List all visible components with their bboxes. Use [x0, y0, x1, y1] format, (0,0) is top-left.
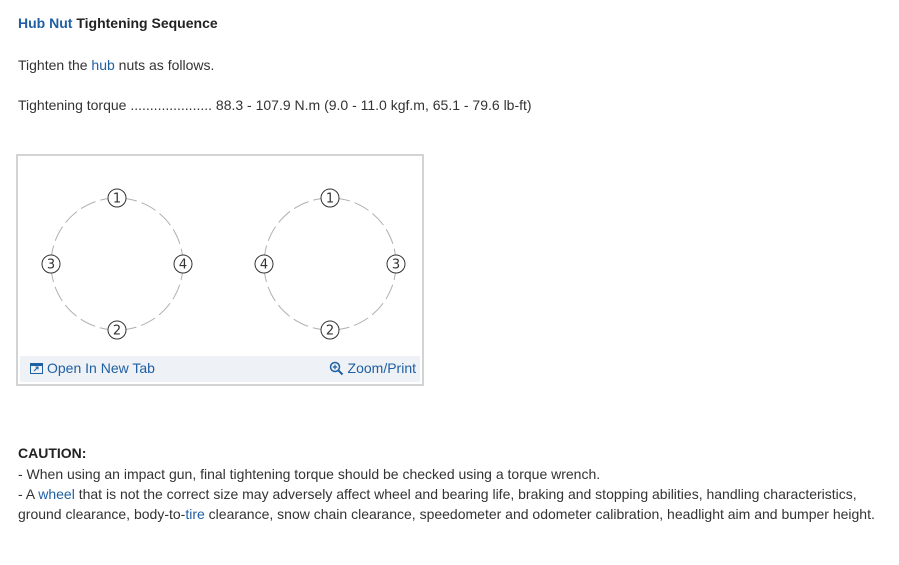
left-nut-left-marker	[41, 254, 61, 274]
caution-heading: CAUTION:	[18, 445, 87, 461]
magnifier-plus-icon	[329, 361, 343, 375]
caution-item2-prefix: - A	[18, 486, 39, 502]
left-nut-bottom-marker	[107, 320, 127, 340]
right-nut-right-marker	[386, 254, 406, 274]
zoom-print-label: Zoom/Print	[347, 360, 416, 376]
right-nut-left-number: 4	[260, 258, 268, 273]
hub-link[interactable]: hub	[91, 57, 115, 73]
zoom-print-button[interactable]: Zoom/Print	[329, 360, 416, 376]
left-nut-right-marker	[173, 254, 193, 274]
open-new-tab-icon	[30, 362, 43, 374]
left-nut-top-marker	[107, 188, 127, 208]
caution-item-impact-gun: - When using an impact gun, final tighte…	[18, 466, 601, 482]
left-nut-bottom-number: 2	[113, 324, 121, 339]
caution-item2-middle: that is not the correct size may adverse…	[18, 486, 857, 522]
right-nut-top-marker	[320, 188, 340, 208]
open-in-new-tab-label: Open In New Tab	[47, 360, 155, 376]
caution-item2-suffix: clearance, snow chain clearance, speedom…	[204, 506, 875, 522]
open-in-new-tab-button[interactable]: Open In New Tab	[30, 360, 155, 376]
intro-paragraph: Tighten the hub nuts as follows.	[18, 57, 214, 73]
right-nut-right-number: 3	[392, 258, 400, 273]
figure-toolbar: Open In New Tab Zoom/Print	[20, 356, 420, 382]
intro-text-end: nuts as follows.	[114, 57, 215, 73]
left-nut-left-number: 3	[47, 258, 55, 273]
right-nut-left-marker	[254, 254, 274, 274]
title-highlight: Hub Nut	[18, 15, 73, 31]
caution-item-wheel-size: - A wheel that is not the correct size m…	[18, 484, 878, 524]
title-rest: Tightening Sequence	[72, 15, 218, 31]
right-nut-bottom-number: 2	[326, 324, 334, 339]
left-nut-right-number: 4	[179, 258, 187, 273]
right-bolt-circle	[263, 197, 397, 331]
left-bolt-circle	[50, 197, 184, 331]
torque-spec: Tightening torque ..................... …	[18, 97, 532, 113]
page-title: Hub Nut Tightening Sequence	[18, 15, 218, 31]
right-nut-bottom-marker	[320, 320, 340, 340]
wheel-link[interactable]: wheel	[38, 486, 75, 502]
tire-link[interactable]: tire	[185, 506, 205, 522]
intro-text: Tighten the	[18, 57, 92, 73]
tightening-sequence-figure: 1 3 4 2 1 4 3 2 Open In New Tab Zoom/Pri…	[16, 154, 424, 386]
left-nut-top-number: 1	[113, 192, 121, 207]
right-nut-top-number: 1	[326, 192, 334, 207]
sequence-diagram: 1 3 4 2 1 4 3 2	[41, 188, 406, 340]
